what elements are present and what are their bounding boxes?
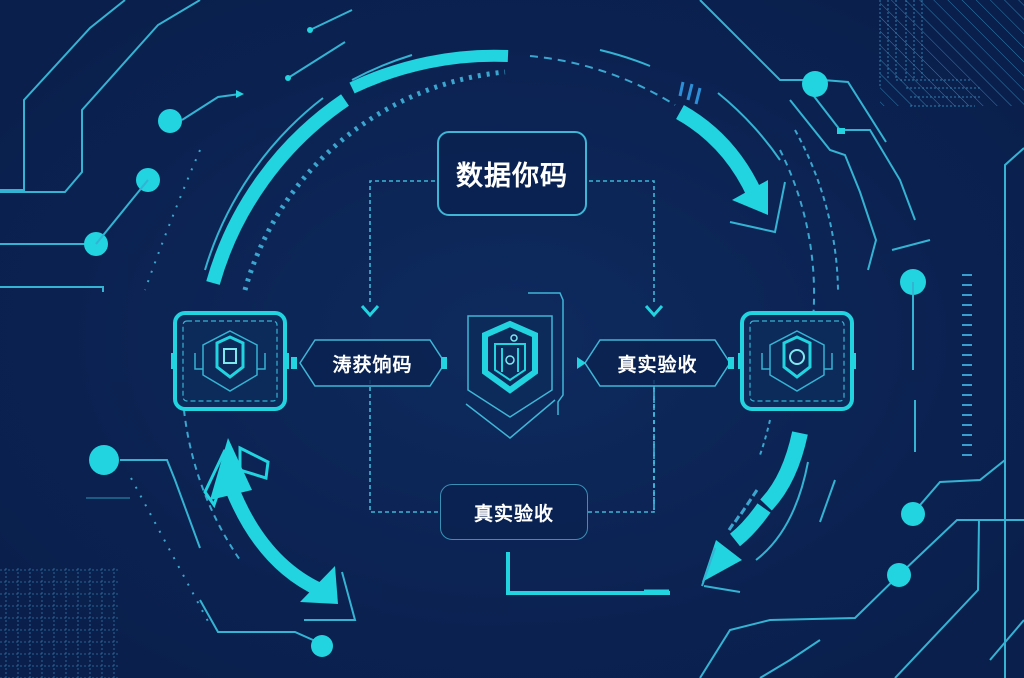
cycle-arrow-bottom-left (203, 438, 357, 621)
right-module-icon (738, 311, 856, 411)
center-shield-icon (465, 292, 564, 439)
bottom-label-node: 真实验收 (440, 484, 588, 540)
flow-connectors (369, 180, 655, 513)
bottom-label: 真实验收 (473, 502, 554, 525)
circuit-top-right (699, 0, 1024, 678)
circuit-nodes-bottom-left (89, 445, 333, 657)
grid-pattern-bottom-left (0, 568, 118, 678)
center-title: 数据你码 (456, 161, 568, 192)
tick-marks-right (962, 274, 972, 456)
flow-arrowheads (360, 305, 664, 318)
right-label-node: 真实验收 (585, 340, 730, 386)
left-label: 涛获饷码 (332, 353, 413, 376)
title-node: 数据你码 (437, 131, 587, 216)
left-module-icon (171, 311, 289, 411)
cycle-arrow-top-right (675, 81, 786, 234)
left-label-node: 涛获饷码 (300, 340, 445, 386)
circuit-top-right-pattern (879, 0, 1024, 107)
bracket (506, 552, 670, 595)
circuit-bottom-right (699, 400, 1024, 678)
label-frame-right-caps (577, 357, 734, 369)
circuit-bottom-left (86, 459, 323, 645)
circuit-nodes-bottom-right (887, 502, 925, 587)
label-frame-left-caps (291, 357, 447, 369)
circuit-top-left (0, 0, 353, 292)
right-label: 真实验收 (617, 353, 698, 376)
connector (95, 179, 149, 245)
